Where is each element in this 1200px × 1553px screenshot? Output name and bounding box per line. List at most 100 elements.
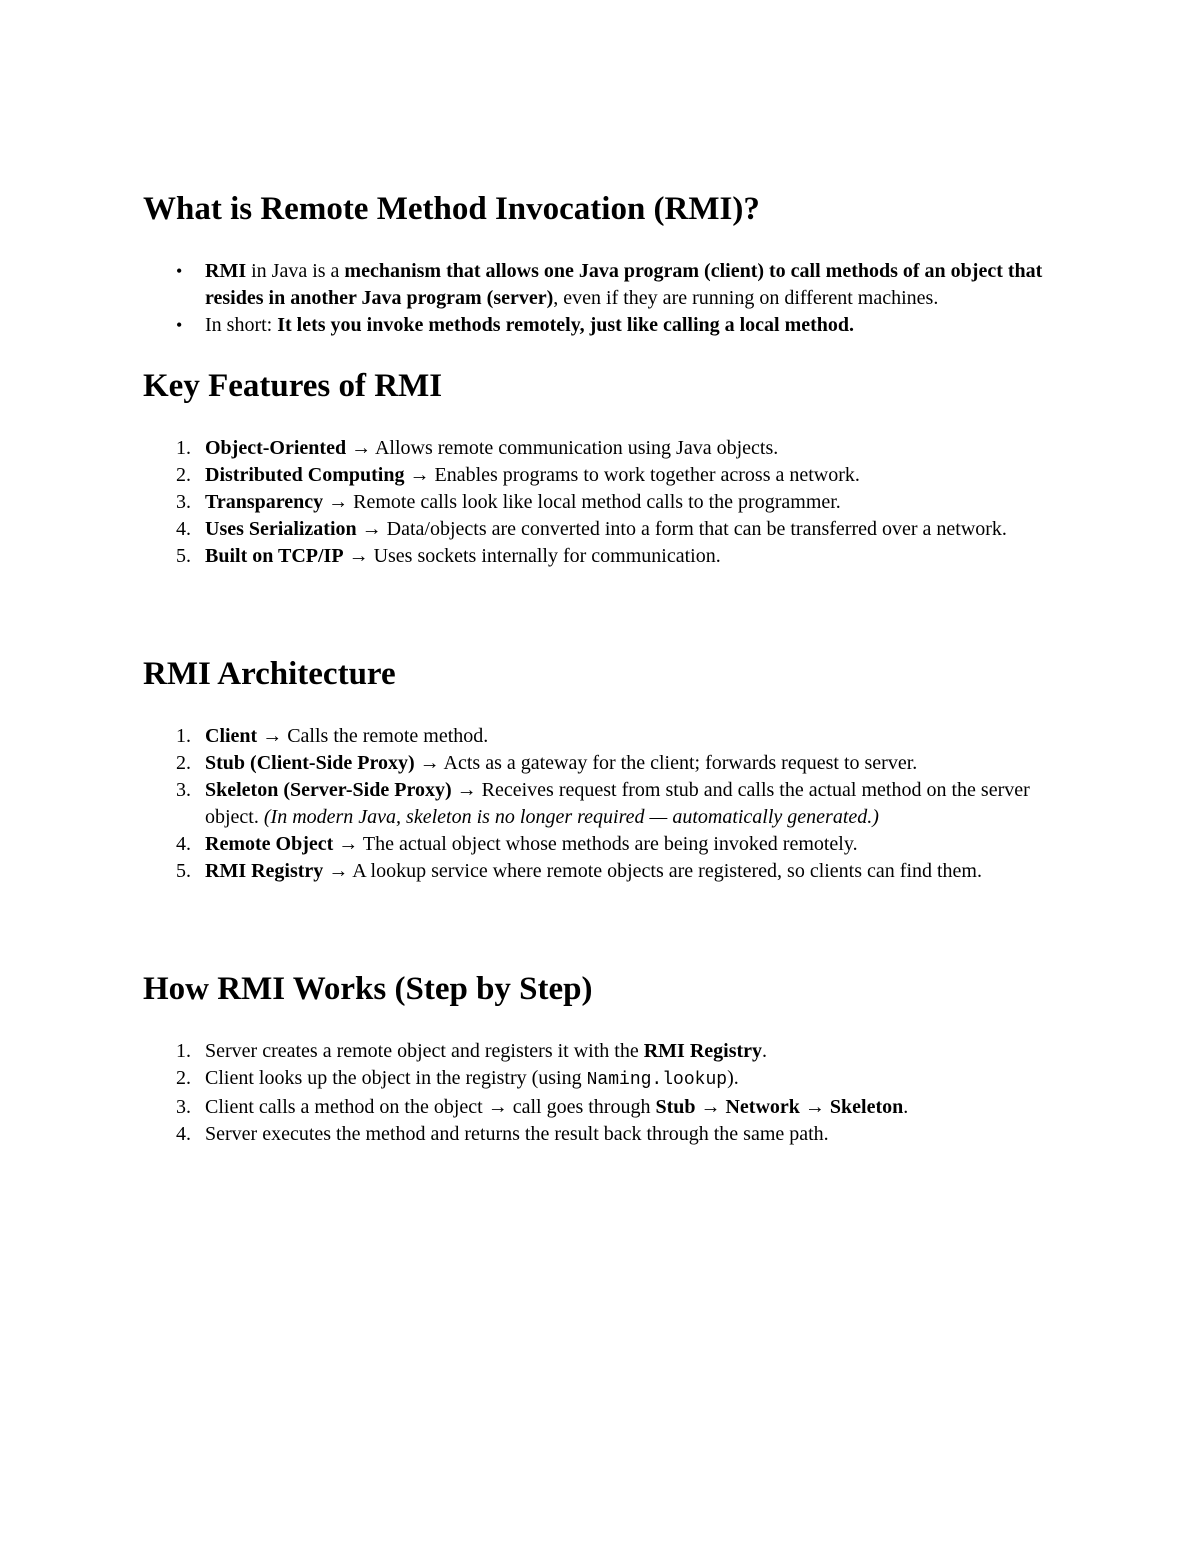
bullet-list: • RMI in Java is a mechanism that allows … <box>143 258 1057 339</box>
list-item-text: Server executes the method and returns t… <box>205 1121 1057 1148</box>
number-marker: 5. <box>176 860 191 882</box>
number-marker: 2. <box>176 464 191 486</box>
text-run: RMI Registry <box>205 860 324 882</box>
list-item-text: In short: It lets you invoke methods rem… <box>205 312 1057 339</box>
text-run: → Allows remote communication using Java… <box>346 437 779 459</box>
text-run: Distributed Computing <box>205 464 405 486</box>
numbered-list: 1. Client → Calls the remote method. 2. Stu… <box>143 723 1057 885</box>
section-heading-key-features: Key Features of RMI <box>143 368 443 404</box>
text-run: → Receives request from stub and calls t… <box>205 779 1030 828</box>
list-item-text: Uses Serialization → Data/objects are co… <box>205 516 1057 543</box>
text-run: → Remote calls look like local method ca… <box>323 491 841 513</box>
text-run: Built on TCP/IP <box>205 545 344 567</box>
list-item: 1. Server creates a remote object and reg… <box>143 1038 1057 1065</box>
text-run: Naming.lookup <box>586 1070 728 1090</box>
number-marker: 1. <box>176 437 191 459</box>
list-item: 5. Built on TCP/IP → Uses sockets interna… <box>143 543 1057 570</box>
text-run: Skeleton <box>829 1096 904 1118</box>
list-item-text: Client looks up the object in the regist… <box>205 1065 1057 1094</box>
text-run: → Data/objects are converted into a form… <box>356 518 1007 540</box>
text-run: . <box>903 1096 909 1118</box>
text-run: Transparency <box>205 491 324 513</box>
text-run: → <box>799 1096 830 1118</box>
number-marker: 4. <box>176 833 191 855</box>
numbered-list: 1. Object-Oriented → Allows remote commun… <box>143 435 1057 570</box>
number-marker: 1. <box>176 1040 191 1062</box>
number-marker: 5. <box>176 545 191 567</box>
number-marker: 3. <box>176 779 191 801</box>
number-marker: 2. <box>176 1067 191 1089</box>
list-item: 4. Uses Serialization → Data/objects are … <box>143 516 1057 543</box>
text-run: It lets you invoke methods remotely, jus… <box>277 314 855 336</box>
text-run: , even if they are running on different … <box>553 287 939 309</box>
list-item-text: Client → Calls the remote method. <box>205 723 1057 750</box>
text-run: → Calls the remote method. <box>257 725 489 747</box>
text-run: Network <box>725 1096 800 1118</box>
bullet-marker: • <box>176 261 183 281</box>
number-marker: 3. <box>176 1096 191 1118</box>
list-item: 1. Client → Calls the remote method. <box>143 723 1057 750</box>
text-run: Server executes the method and returns t… <box>205 1123 829 1145</box>
text-run: Object-Oriented <box>205 437 347 459</box>
text-run: RMI <box>205 260 247 282</box>
text-run: Client <box>205 725 258 747</box>
section-heading-how-rmi-works: How RMI Works (Step by Step) <box>143 971 593 1007</box>
list-item-text: Built on TCP/IP → Uses sockets internall… <box>205 543 1057 570</box>
list-item: • In short: It lets you invoke methods re… <box>143 312 1057 339</box>
text-run: . <box>762 1040 768 1062</box>
section-heading-what-is-rmi: What is Remote Method Invocation (RMI)? <box>143 191 760 227</box>
text-run: mechanism that allows one Java program (… <box>205 260 1043 309</box>
list-item: 3. Skeleton (Server-Side Proxy) → Receive… <box>143 777 1057 831</box>
text-run: Remote Object <box>205 833 334 855</box>
number-marker: 2. <box>176 752 191 774</box>
text-run: (In modern Java, skeleton is no longer r… <box>263 806 879 828</box>
document-page: What is Remote Method Invocation (RMI)? •… <box>143 190 1057 1148</box>
list-item: 1. Object-Oriented → Allows remote commun… <box>143 435 1057 462</box>
text-run: Client looks up the object in the regist… <box>205 1067 587 1089</box>
text-run: → <box>695 1096 726 1118</box>
bullet-marker: • <box>176 315 183 335</box>
text-run: → Acts as a gateway for the client; forw… <box>414 752 918 774</box>
document-body: What is Remote Method Invocation (RMI)? •… <box>143 190 1057 1148</box>
section-how-rmi-works: How RMI Works (Step by Step) 1. Server cre… <box>143 970 1057 1148</box>
text-run: Skeleton (Server-Side Proxy) <box>205 779 452 801</box>
text-run: → Enables programs to work together acro… <box>404 464 860 486</box>
text-run: in Java is a <box>246 260 345 282</box>
text-run: Client calls a method on the object → ca… <box>205 1096 656 1118</box>
text-run: → A lookup service where remote objects … <box>323 860 982 882</box>
number-marker: 4. <box>176 518 191 540</box>
text-run: ). <box>727 1067 739 1089</box>
section-what-is-rmi: What is Remote Method Invocation (RMI)? •… <box>143 190 1057 339</box>
text-run: RMI Registry <box>643 1040 763 1062</box>
text-run: Stub <box>655 1096 696 1118</box>
list-item-text: Stub (Client-Side Proxy) → Acts as a gat… <box>205 750 1057 777</box>
list-item: • RMI in Java is a mechanism that allows … <box>143 258 1057 312</box>
list-item: 2. Client looks up the object in the regi… <box>143 1065 1057 1094</box>
text-run: → Uses sockets internally for communicat… <box>343 545 721 567</box>
list-item: 4. Server executes the method and returns… <box>143 1121 1057 1148</box>
number-marker: 4. <box>176 1123 191 1145</box>
list-item-text: Client calls a method on the object → ca… <box>205 1094 1057 1121</box>
list-item: 3. Client calls a method on the object → … <box>143 1094 1057 1121</box>
list-item-text: Object-Oriented → Allows remote communic… <box>205 435 1057 462</box>
section-key-features: Key Features of RMI 1. Object-Oriented → A… <box>143 367 1057 570</box>
list-item-text: Distributed Computing → Enables programs… <box>205 462 1057 489</box>
list-item-text: RMI in Java is a mechanism that allows o… <box>205 258 1057 312</box>
list-item-text: RMI Registry → A lookup service where re… <box>205 858 1057 885</box>
list-item: 2. Stub (Client-Side Proxy) → Acts as a g… <box>143 750 1057 777</box>
list-item-text: Remote Object → The actual object whose … <box>205 831 1057 858</box>
text-run: → The actual object whose methods are be… <box>333 833 858 855</box>
number-marker: 3. <box>176 491 191 513</box>
list-item: 2. Distributed Computing → Enables progra… <box>143 462 1057 489</box>
text-run: In short: <box>205 314 278 336</box>
text-run: Uses Serialization <box>205 518 357 540</box>
list-item: 4. Remote Object → The actual object whos… <box>143 831 1057 858</box>
numbered-list: 1. Server creates a remote object and reg… <box>143 1038 1057 1148</box>
list-item-text: Transparency → Remote calls look like lo… <box>205 489 1057 516</box>
list-item-text: Server creates a remote object and regis… <box>205 1038 1057 1065</box>
list-item: 5. RMI Registry → A lookup service where … <box>143 858 1057 885</box>
text-run: Stub (Client-Side Proxy) <box>205 752 415 774</box>
number-marker: 1. <box>176 725 191 747</box>
text-run: Server creates a remote object and regis… <box>205 1040 644 1062</box>
